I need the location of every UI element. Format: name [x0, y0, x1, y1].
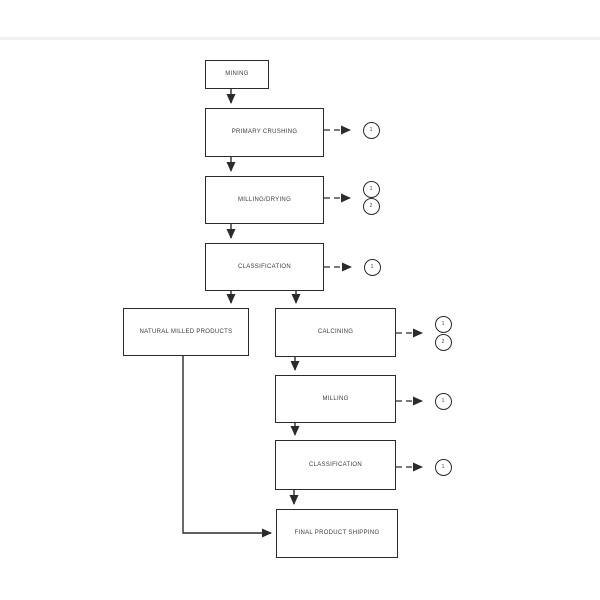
emission-circle-calcining-1: 1 [434, 315, 452, 333]
emission-number: 2 [441, 338, 445, 345]
flow-box-natural-milled-products: NATURAL MILLED PRODUCTS [123, 308, 249, 356]
emission-circle-milling-drying-2: 2 [362, 197, 380, 215]
flow-box-label: FINAL PRODUCT SHIPPING [294, 530, 380, 537]
flow-box-milling: MILLING [275, 375, 396, 423]
flow-box-label: MILLING/DRYING [237, 196, 292, 203]
emission-circle-classification-1: 1 [363, 258, 381, 276]
emission-circle-classification-2: 1 [434, 458, 452, 476]
flow-box-primary-crushing: PRIMARY CRUSHING [205, 108, 324, 157]
flow-box-final-product-shipping: FINAL PRODUCT SHIPPING [276, 509, 398, 558]
flow-box-label: MILLING [322, 395, 349, 402]
emission-circle-calcining-2: 2 [434, 333, 452, 351]
flow-box-mining: MINING [205, 60, 269, 89]
emission-number: 1 [370, 263, 374, 270]
flow-box-milling-drying: MILLING/DRYING [205, 176, 324, 224]
emission-number: 1 [441, 320, 445, 327]
emission-circle-primary-crushing-1: 1 [362, 121, 380, 139]
flow-box-label: NATURAL MILLED PRODUCTS [139, 328, 233, 335]
flow-box-label: PRIMARY CRUSHING [231, 129, 298, 136]
emission-circle-milling-1: 1 [434, 392, 452, 410]
emission-number: 1 [441, 463, 445, 470]
flow-box-label: CLASSIFICATION [237, 263, 292, 270]
emission-number: 1 [441, 397, 445, 404]
emission-number: 1 [369, 185, 373, 192]
flow-box-classification-1: CLASSIFICATION [205, 243, 324, 291]
flow-box-calcining: CALCINING [275, 308, 396, 357]
emission-number: 1 [369, 126, 373, 133]
flow-box-label: CLASSIFICATION [308, 461, 363, 468]
emission-circle-milling-drying-1: 1 [362, 180, 380, 198]
flow-box-label: MINING [225, 71, 249, 78]
page-separator-rule [0, 37, 600, 40]
flow-box-classification-2: CLASSIFICATION [275, 440, 396, 490]
emission-number: 2 [369, 202, 373, 209]
flow-box-label: CALCINING [317, 329, 354, 336]
arrow-natural-milled-products-to-final-shipping [182, 356, 272, 538]
